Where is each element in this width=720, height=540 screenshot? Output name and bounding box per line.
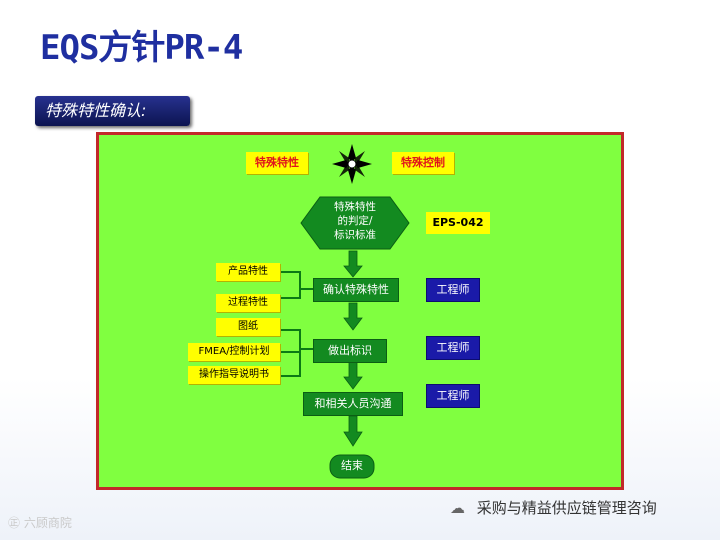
input-product-characteristic: 产品特性: [216, 263, 280, 281]
input-work-instructions: 操作指导说明书: [188, 366, 280, 384]
section-banner: 特殊特性确认:: [35, 96, 190, 126]
input-process-characteristic: 过程特性: [216, 294, 280, 312]
watermark: ㊣ 六顾商院: [8, 514, 72, 531]
eps-reference-label: EPS-042: [426, 212, 490, 234]
role-engineer-3: 工程师: [426, 384, 480, 408]
footer-account-text: 采购与精益供应链管理咨询: [476, 499, 657, 517]
role-engineer-1: 工程师: [426, 278, 480, 302]
role-engineer-2: 工程师: [426, 336, 480, 360]
step-confirm-special-characteristics: 确认特殊特性: [313, 278, 399, 302]
diagram-panel: [96, 132, 624, 490]
decision-text: 特殊特性 的判定/ 标识标准: [334, 201, 376, 241]
step-mark: 做出标识: [313, 339, 387, 363]
step-communicate: 和相关人员沟通: [303, 392, 403, 416]
special-control-label: 特殊控制: [392, 152, 454, 174]
special-characteristic-label: 特殊特性: [246, 152, 308, 174]
watermark-text: 六顾商院: [23, 516, 72, 530]
watermark-logo-icon: ㊣: [8, 516, 24, 530]
wechat-icon: ☁: [450, 499, 465, 517]
footer-account: ☁ 采购与精益供应链管理咨询: [450, 497, 657, 518]
input-drawing: 图纸: [216, 318, 280, 336]
end-label: 结束: [341, 459, 363, 472]
input-fmea-control-plan: FMEA/控制计划: [188, 343, 280, 361]
page-title: EQS方针PR-4: [40, 28, 243, 68]
